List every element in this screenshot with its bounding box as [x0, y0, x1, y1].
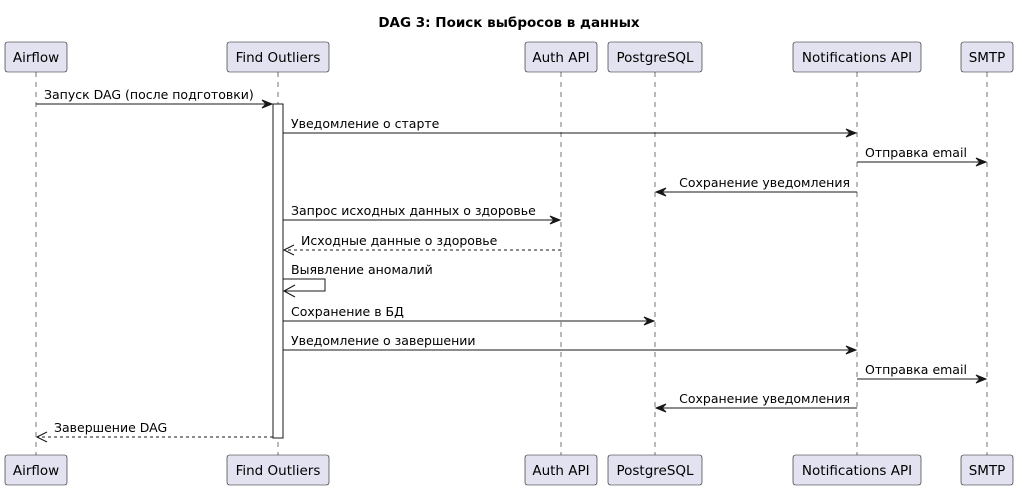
message-11: Сохранение уведомления — [654, 391, 857, 413]
participant-label: PostgreSQL — [616, 50, 694, 66]
participant-box — [792, 41, 922, 73]
message-label: Исходные данные о здоровье — [301, 233, 498, 248]
arrowhead — [845, 128, 858, 138]
message-label: Сохранение в БД — [291, 304, 404, 319]
arrowhead — [549, 215, 562, 225]
message-4: Сохранение уведомления — [654, 175, 857, 197]
messages: Запуск DAG (после подготовки) Уведомление… — [35, 87, 988, 443]
participant-find-outliers-top: Find Outliers — [226, 41, 330, 73]
participant-notifications-api-bottom: Notifications API — [792, 454, 922, 486]
message-label: Запуск DAG (после подготовки) — [44, 87, 254, 102]
participant-box — [226, 41, 330, 73]
message-2: Уведомление о старте — [283, 116, 858, 138]
participant-label: Notifications API — [802, 463, 912, 479]
arrowhead — [654, 187, 667, 197]
diagram-title: DAG 3: Поиск выбросов в данных — [378, 15, 640, 31]
message-3: Отправка email — [857, 145, 988, 167]
participant-postgresql-top: PostgreSQL — [607, 41, 703, 73]
message-label: Уведомление о завершении — [291, 333, 476, 348]
message-8: Сохранение в БД — [283, 304, 656, 326]
participant-label: Airflow — [13, 463, 59, 479]
participant-box — [524, 41, 598, 73]
participant-airflow-top: Airflow — [4, 41, 68, 73]
participant-auth-api-top: Auth API — [524, 41, 598, 73]
arrowhead — [282, 244, 295, 256]
message-1: Запуск DAG (после подготовки) — [36, 87, 274, 109]
message-line — [283, 278, 326, 292]
participant-auth-api-bottom: Auth API — [524, 454, 598, 486]
participant-box — [792, 454, 922, 486]
message-label: Запрос исходных данных о здоровье — [291, 203, 536, 218]
message-label: Уведомление о старте — [291, 116, 440, 131]
message-label: Выявление аномалий — [291, 262, 433, 277]
participant-airflow-bottom: Airflow — [4, 454, 68, 486]
participant-smtp-top: SMTP — [960, 41, 1014, 73]
arrowhead — [35, 431, 48, 443]
message-7: Выявление аномалий — [282, 262, 433, 298]
participant-box — [607, 41, 703, 73]
participant-label: Auth API — [532, 50, 589, 66]
activation-bars — [272, 103, 284, 439]
participant-label: Find Outliers — [236, 50, 321, 66]
message-6: Исходные данные о здоровье — [282, 233, 561, 256]
participant-find-outliers-bottom: Find Outliers — [226, 454, 330, 486]
participant-box — [524, 454, 598, 486]
participant-label: Notifications API — [802, 50, 912, 66]
arrowhead — [654, 403, 667, 413]
arrowhead — [845, 345, 858, 355]
arrowhead — [975, 374, 988, 384]
participant-label: PostgreSQL — [616, 463, 694, 479]
arrowhead — [975, 157, 988, 167]
arrowhead — [643, 316, 656, 326]
participant-label: SMTP — [969, 463, 1006, 479]
participant-box — [960, 41, 1014, 73]
participants-top: Airflow Find Outliers Auth API PostgreSQL No… — [4, 41, 1014, 73]
arrowhead — [261, 99, 274, 109]
activation-bar-find-outliers — [272, 103, 284, 439]
participant-label: Auth API — [532, 463, 589, 479]
message-label: Сохранение уведомления — [679, 391, 850, 406]
arrowhead — [282, 284, 296, 298]
participant-box — [607, 454, 703, 486]
participant-label: SMTP — [969, 50, 1006, 66]
message-5: Запрос исходных данных о здоровье — [283, 203, 562, 225]
message-10: Отправка email — [857, 362, 988, 384]
message-12: Завершение DAG — [35, 420, 273, 443]
participant-box — [226, 454, 330, 486]
message-label: Отправка email — [865, 362, 967, 377]
participant-label: Airflow — [13, 50, 59, 66]
participant-label: Find Outliers — [236, 463, 321, 479]
participant-box — [4, 41, 68, 73]
participant-notifications-api-top: Notifications API — [792, 41, 922, 73]
participant-box — [960, 454, 1014, 486]
participant-box — [4, 454, 68, 486]
participant-postgresql-bottom: PostgreSQL — [607, 454, 703, 486]
participants-bottom: Airflow Find Outliers Auth API PostgreSQL No… — [4, 454, 1014, 486]
message-label: Завершение DAG — [54, 420, 167, 435]
message-label: Отправка email — [865, 145, 967, 160]
participant-smtp-bottom: SMTP — [960, 454, 1014, 486]
message-label: Сохранение уведомления — [679, 175, 850, 190]
message-9: Уведомление о завершении — [283, 333, 858, 355]
